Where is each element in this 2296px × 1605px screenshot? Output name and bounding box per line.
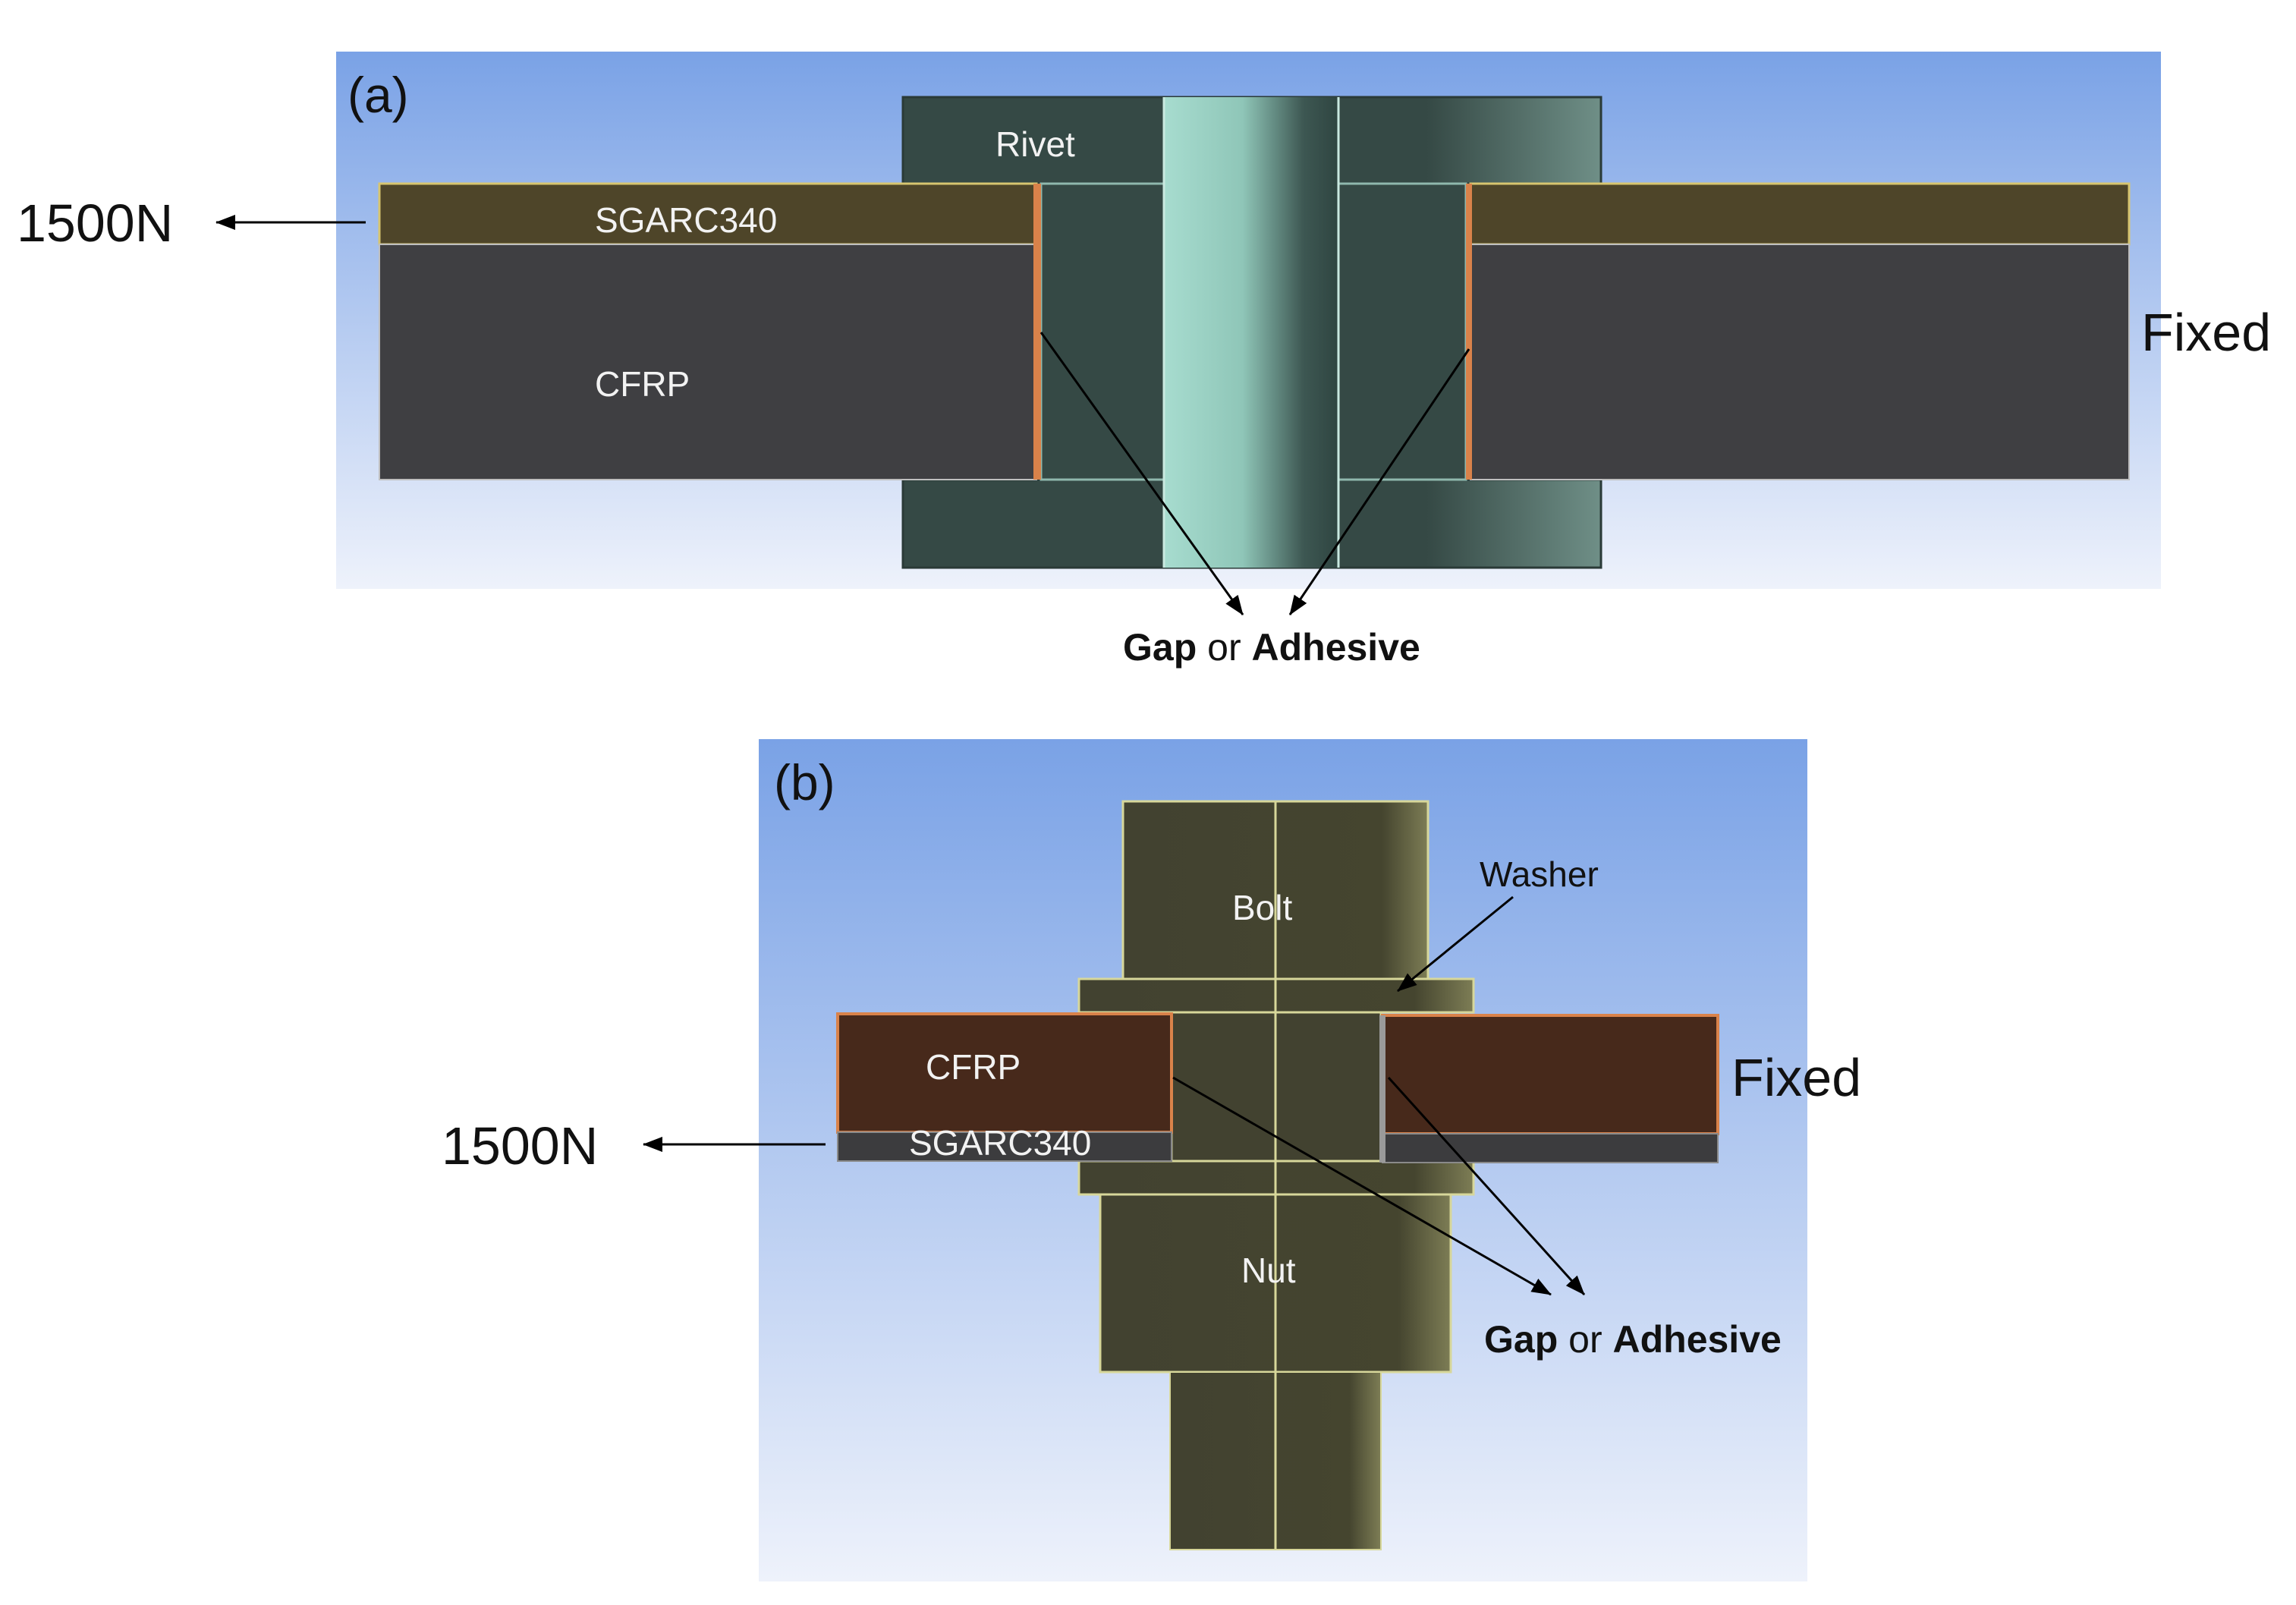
cfrp-layer-left-a xyxy=(379,244,1037,480)
steel-layer-left-b xyxy=(837,1131,1172,1162)
washer-arrow xyxy=(1397,895,1514,993)
cfrp-layer-right-b xyxy=(1381,1014,1719,1135)
fixed-label-b: Fixed xyxy=(1731,1048,1861,1107)
callout-gap-b: Gap xyxy=(1484,1318,1558,1361)
callout-arrow-left-a xyxy=(1039,332,1244,615)
load-label-b: 1500N xyxy=(442,1116,598,1175)
nut-label: Nut xyxy=(1241,1251,1296,1290)
rivet-shank xyxy=(1164,97,1338,568)
rivet-label: Rivet xyxy=(995,124,1075,164)
panel-b-label: (b) xyxy=(774,754,835,810)
callout-or-b: or xyxy=(1558,1318,1612,1361)
washer-label: Washer xyxy=(1480,854,1599,894)
callout-adhesive-b: Adhesive xyxy=(1613,1318,1782,1361)
panel-a-label: (a) xyxy=(348,67,409,123)
load-label-a: 1500N xyxy=(17,194,173,253)
steel-layer-label-a: SGARC340 xyxy=(595,200,777,240)
steel-layer-right-a xyxy=(1469,182,2131,246)
callout-arrow-right-a xyxy=(1288,348,1470,615)
bolt-label: Bolt xyxy=(1232,888,1292,927)
cfrp-layer-label-a: CFRP xyxy=(595,364,690,404)
gap-right-b xyxy=(1379,1015,1385,1163)
steel-layer-label-b: SGARC340 xyxy=(909,1123,1091,1163)
cfrp-layer-left-b xyxy=(836,1012,1173,1134)
fixed-label-a: Fixed xyxy=(2141,303,2271,362)
steel-layer-right-b xyxy=(1382,1133,1719,1163)
callout-arrow-left-b xyxy=(1172,1076,1552,1296)
callout-or-a: or xyxy=(1197,626,1251,669)
callout-text-b: Gap or Adhesive xyxy=(1484,1318,1782,1361)
gap-right-a xyxy=(1466,184,1472,480)
gap-left-a xyxy=(1033,184,1041,480)
cfrp-layer-label-b: CFRP xyxy=(926,1047,1021,1087)
callout-arrow-right-b xyxy=(1387,1076,1586,1296)
panel-b: (b) Bolt CFRP SGARC340 Nut Washer 1500N … xyxy=(442,739,1861,1581)
callout-gap-a: Gap xyxy=(1123,626,1197,669)
cfrp-layer-right-a xyxy=(1470,244,2130,480)
callout-adhesive-a: Adhesive xyxy=(1252,626,1420,669)
callout-text-a: Gap or Adhesive xyxy=(1123,626,1420,669)
panel-a: (a) Rivet SGARC340 CFRP 1500N Fixed Gap … xyxy=(17,52,2271,669)
